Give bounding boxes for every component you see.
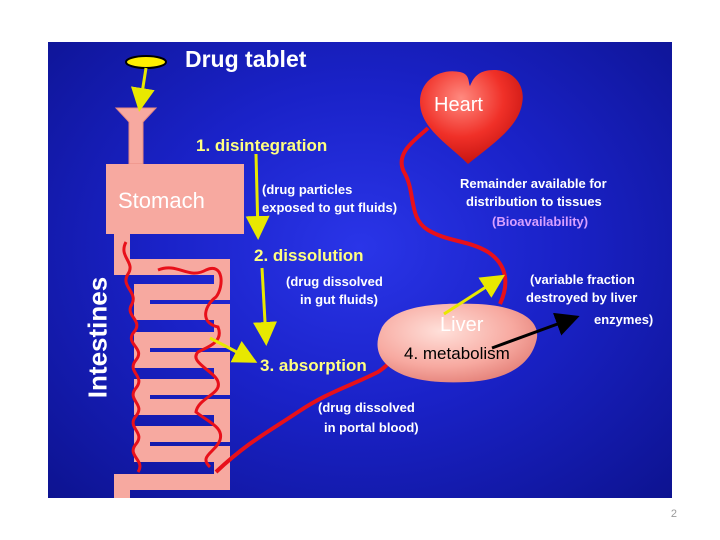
intestine-blood-vessels-right (157, 266, 223, 469)
dissolution-arrow (253, 267, 277, 346)
disintegration-note-line2: exposed to gut fluids) (262, 200, 398, 215)
remainder-line2: distribution to tissues (466, 194, 602, 209)
diagram (106, 55, 580, 498)
liver-label: Liver (440, 314, 484, 336)
absorption-note-line1: (drug dissolved (318, 400, 415, 415)
intestines-shape (114, 234, 230, 498)
bioavailability-arrow (443, 274, 506, 316)
stomach-box (106, 164, 244, 234)
step-disintegration: 1. disintegration (196, 136, 328, 155)
intestine-blood-vessels (122, 241, 142, 473)
absorption-arrow (209, 336, 258, 363)
step-absorption: 3. absorption (260, 356, 367, 375)
drug-tablet-shape (125, 55, 167, 69)
hepatic-vein-to-heart (399, 126, 508, 305)
dissolution-note-line1: (drug dissolved (286, 274, 383, 289)
dissolution-note-line2: in gut fluids) (300, 292, 378, 307)
liver-shape (377, 303, 538, 383)
step-metabolism: 4. metabolism (404, 344, 510, 363)
remainder-line1: Remainder available for (460, 176, 607, 191)
heart-shape (420, 70, 523, 164)
absorption-note-line2: in portal blood) (324, 420, 419, 435)
disintegration-note-line1: (drug particles (262, 182, 353, 197)
liver-note-line1: (variable fraction (530, 272, 635, 287)
step-dissolution: 2. dissolution (254, 246, 364, 265)
liver-note-line3: enzymes) (594, 312, 654, 327)
page-number: 2 (670, 508, 677, 520)
disintegration-arrow (245, 153, 270, 240)
heart-label: Heart (434, 94, 483, 116)
slide: Drug tablet Heart Stomach Intestines Liv… (48, 42, 672, 498)
intestines-label: Intestines (82, 276, 113, 399)
title: Drug tablet (185, 46, 307, 72)
tablet-to-stomach-arrow (130, 67, 155, 112)
liver-note-line2: destroyed by liver (526, 290, 638, 305)
funnel-shape (114, 107, 158, 165)
bioavailability-label: (Bioavailability) (492, 214, 589, 229)
stomach-label: Stomach (118, 188, 205, 213)
liver-enzymes-arrow (491, 312, 580, 350)
